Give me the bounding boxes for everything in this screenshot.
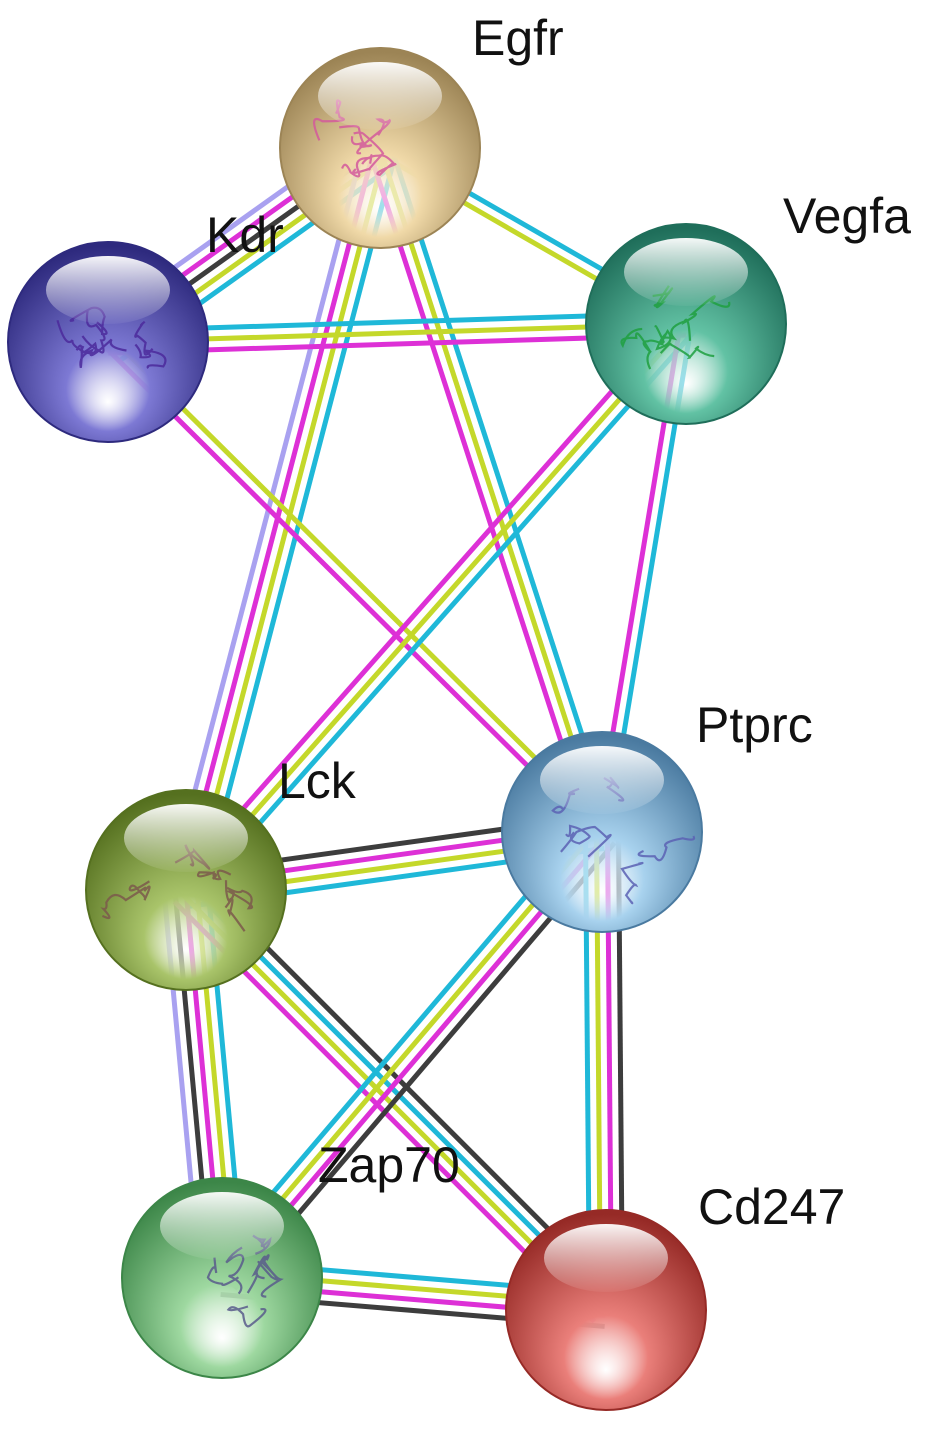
edge-strand-cyan: [192, 329, 697, 899]
node-lck[interactable]: [85, 789, 287, 991]
node-gloss: [624, 238, 748, 306]
label-vegfa: Vegfa: [783, 188, 911, 244]
node-gloss: [318, 62, 442, 130]
label-ptprc: Ptprc: [696, 697, 813, 753]
protein-structure-icon: [56, 306, 167, 369]
node-zap70[interactable]: [121, 1177, 323, 1379]
edge-strand-yellow: [110, 336, 608, 830]
edge-egfr-ptprc: [367, 143, 615, 837]
edge-strand-lavender: [167, 143, 367, 887]
node-vegfa[interactable]: [585, 223, 787, 425]
node-gloss: [544, 1224, 668, 1292]
edge-strand-yellow: [377, 147, 605, 833]
node-cd247[interactable]: [505, 1209, 707, 1411]
label-lck: Lck: [278, 753, 357, 809]
label-cd247: Cd247: [698, 1179, 845, 1235]
edge-strand-magenta: [175, 315, 680, 885]
edge-strand-magenta: [102, 344, 600, 838]
edge-kdr-ptprc: [102, 336, 608, 838]
node-kdr[interactable]: [7, 241, 209, 443]
node-gloss: [160, 1192, 284, 1260]
edge-strand-magenta: [367, 150, 594, 837]
label-egfr: Egfr: [472, 10, 564, 66]
node-egfr[interactable]: [279, 47, 481, 249]
edge-strand-cyan: [388, 143, 615, 830]
node-gloss: [46, 256, 170, 324]
label-kdr: Kdr: [206, 207, 284, 263]
edge-strand-yellow: [188, 148, 388, 893]
edge-strand-yellow: [184, 322, 688, 892]
labels-layer: Egfr Kdr Vegfa Ptprc Lck Zap70 Cd247: [206, 10, 911, 1235]
node-ptprc[interactable]: [501, 731, 703, 933]
node-gloss: [540, 746, 664, 814]
label-zap70: Zap70: [318, 1137, 460, 1193]
node-gloss: [124, 804, 248, 872]
edge-vegfa-lck: [175, 315, 697, 899]
nodes-layer: [7, 47, 787, 1411]
